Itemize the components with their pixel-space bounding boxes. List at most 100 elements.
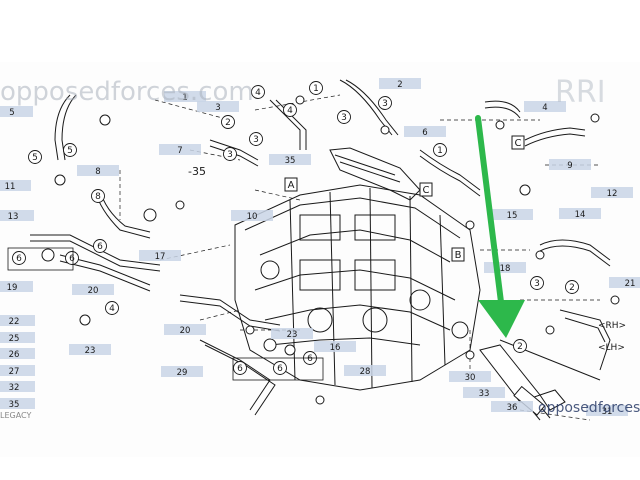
callout-box <box>449 371 491 382</box>
watermarks: opposedforces.com RRI opposedforces <box>0 75 640 416</box>
callout-number: 5 <box>9 108 14 118</box>
watermark-top-left: opposedforces.com <box>0 77 254 107</box>
callout-number: 15 <box>507 211 518 221</box>
circled-number-ring <box>273 361 287 375</box>
callout-number: 19 <box>7 283 18 293</box>
callout-box <box>69 344 111 355</box>
callout-box <box>559 208 601 219</box>
circled-number: 4 <box>287 106 293 116</box>
callout-box <box>404 126 446 137</box>
circled-number-ring <box>378 96 392 110</box>
callout-number: 27 <box>9 367 20 377</box>
callout-box <box>463 387 505 398</box>
circled-number: 3 <box>382 99 388 109</box>
callout-box <box>139 250 181 261</box>
circled-number: 6 <box>277 364 283 374</box>
callout-number: 12 <box>607 189 618 199</box>
circled-number: 5 <box>32 153 38 163</box>
circled-number: 3 <box>227 150 233 160</box>
circled-number-ring <box>233 361 247 375</box>
top-band <box>0 0 640 62</box>
callout-box <box>0 332 35 343</box>
callout-box <box>0 398 35 409</box>
callout-number: 33 <box>479 389 490 399</box>
callout-number: 16 <box>330 343 341 353</box>
circled-number-ring <box>221 115 235 129</box>
callout-number: 22 <box>9 317 20 327</box>
circled-number: 3 <box>341 113 347 123</box>
callout-box <box>197 101 239 112</box>
callout-number: 29 <box>177 368 188 378</box>
circled-number: 8 <box>95 192 101 202</box>
circled-number-ring <box>309 81 323 95</box>
callout-number: 25 <box>9 334 20 344</box>
callout-box <box>0 315 35 326</box>
circled-number-ring <box>12 251 26 265</box>
callout-number: 20 <box>180 326 191 336</box>
circled-number: 1 <box>313 84 319 94</box>
circled-number-ring <box>337 110 351 124</box>
circled-number-ring <box>433 143 447 157</box>
callout-number: 18 <box>500 264 511 274</box>
circled-number: 6 <box>237 364 243 374</box>
callout-number: 14 <box>575 210 586 220</box>
side-labels: <RH> <LH> <box>598 321 626 353</box>
dimension-note: -35 <box>188 165 206 178</box>
circled-number: 4 <box>109 304 115 314</box>
circled-number-ring <box>93 239 107 253</box>
circled-number: 6 <box>69 254 75 264</box>
callout-number: 23 <box>85 346 96 356</box>
callout-number: 28 <box>360 367 371 377</box>
callout-box <box>164 324 206 335</box>
callout-box <box>586 405 628 416</box>
circled-number: 6 <box>97 242 103 252</box>
callout-number: 20 <box>88 286 99 296</box>
circled-number: 1 <box>437 146 443 156</box>
small-parts <box>41 95 620 405</box>
circled-number: 6 <box>307 354 313 364</box>
callout-box <box>0 106 33 117</box>
callout-box <box>524 101 566 112</box>
bracket-right <box>559 309 611 371</box>
parts-diagram: -35 A B C C 1234567891011121314151617181… <box>0 62 640 457</box>
callout-number: 11 <box>5 182 16 192</box>
callout-box <box>491 209 533 220</box>
callout-number: 30 <box>465 373 476 383</box>
callout-box <box>72 284 114 295</box>
circled-number: 4 <box>255 88 261 98</box>
callout-box <box>161 366 203 377</box>
watermark-top-right: RRI <box>555 75 606 110</box>
circled-number-ring <box>565 280 579 294</box>
callout-number: 32 <box>9 383 20 393</box>
callout-box <box>0 348 35 359</box>
callout-number: 4 <box>542 103 547 113</box>
callout-number: 23 <box>287 330 298 340</box>
circled-number: 2 <box>517 342 523 352</box>
letter-C: C <box>423 185 430 196</box>
circled-number-ring <box>105 301 119 315</box>
circled-number-ring <box>249 132 263 146</box>
circled-number-ring <box>251 85 265 99</box>
callout-box <box>484 262 526 273</box>
circled-number-ring <box>283 103 297 117</box>
dim-35-top: -35 <box>188 165 206 178</box>
callout-box <box>0 180 31 191</box>
circled-number: 6 <box>16 254 22 264</box>
callout-box <box>491 401 533 412</box>
callout-number: 6 <box>422 128 427 138</box>
callout-number: 8 <box>95 167 100 177</box>
letter-C-right: C <box>515 138 522 149</box>
circled-number: 2 <box>225 118 231 128</box>
circled-number: 3 <box>253 135 259 145</box>
circled-number: 2 <box>569 283 575 293</box>
letter-B: B <box>455 250 462 261</box>
callout-number: 21 <box>625 279 636 289</box>
watermark-bottom-right: opposedforces <box>538 400 640 416</box>
circled-number-ring <box>513 339 527 353</box>
corner-legacy: LEGACY <box>0 411 31 420</box>
callout-number: 13 <box>8 212 19 222</box>
callout-number: 26 <box>9 350 20 360</box>
